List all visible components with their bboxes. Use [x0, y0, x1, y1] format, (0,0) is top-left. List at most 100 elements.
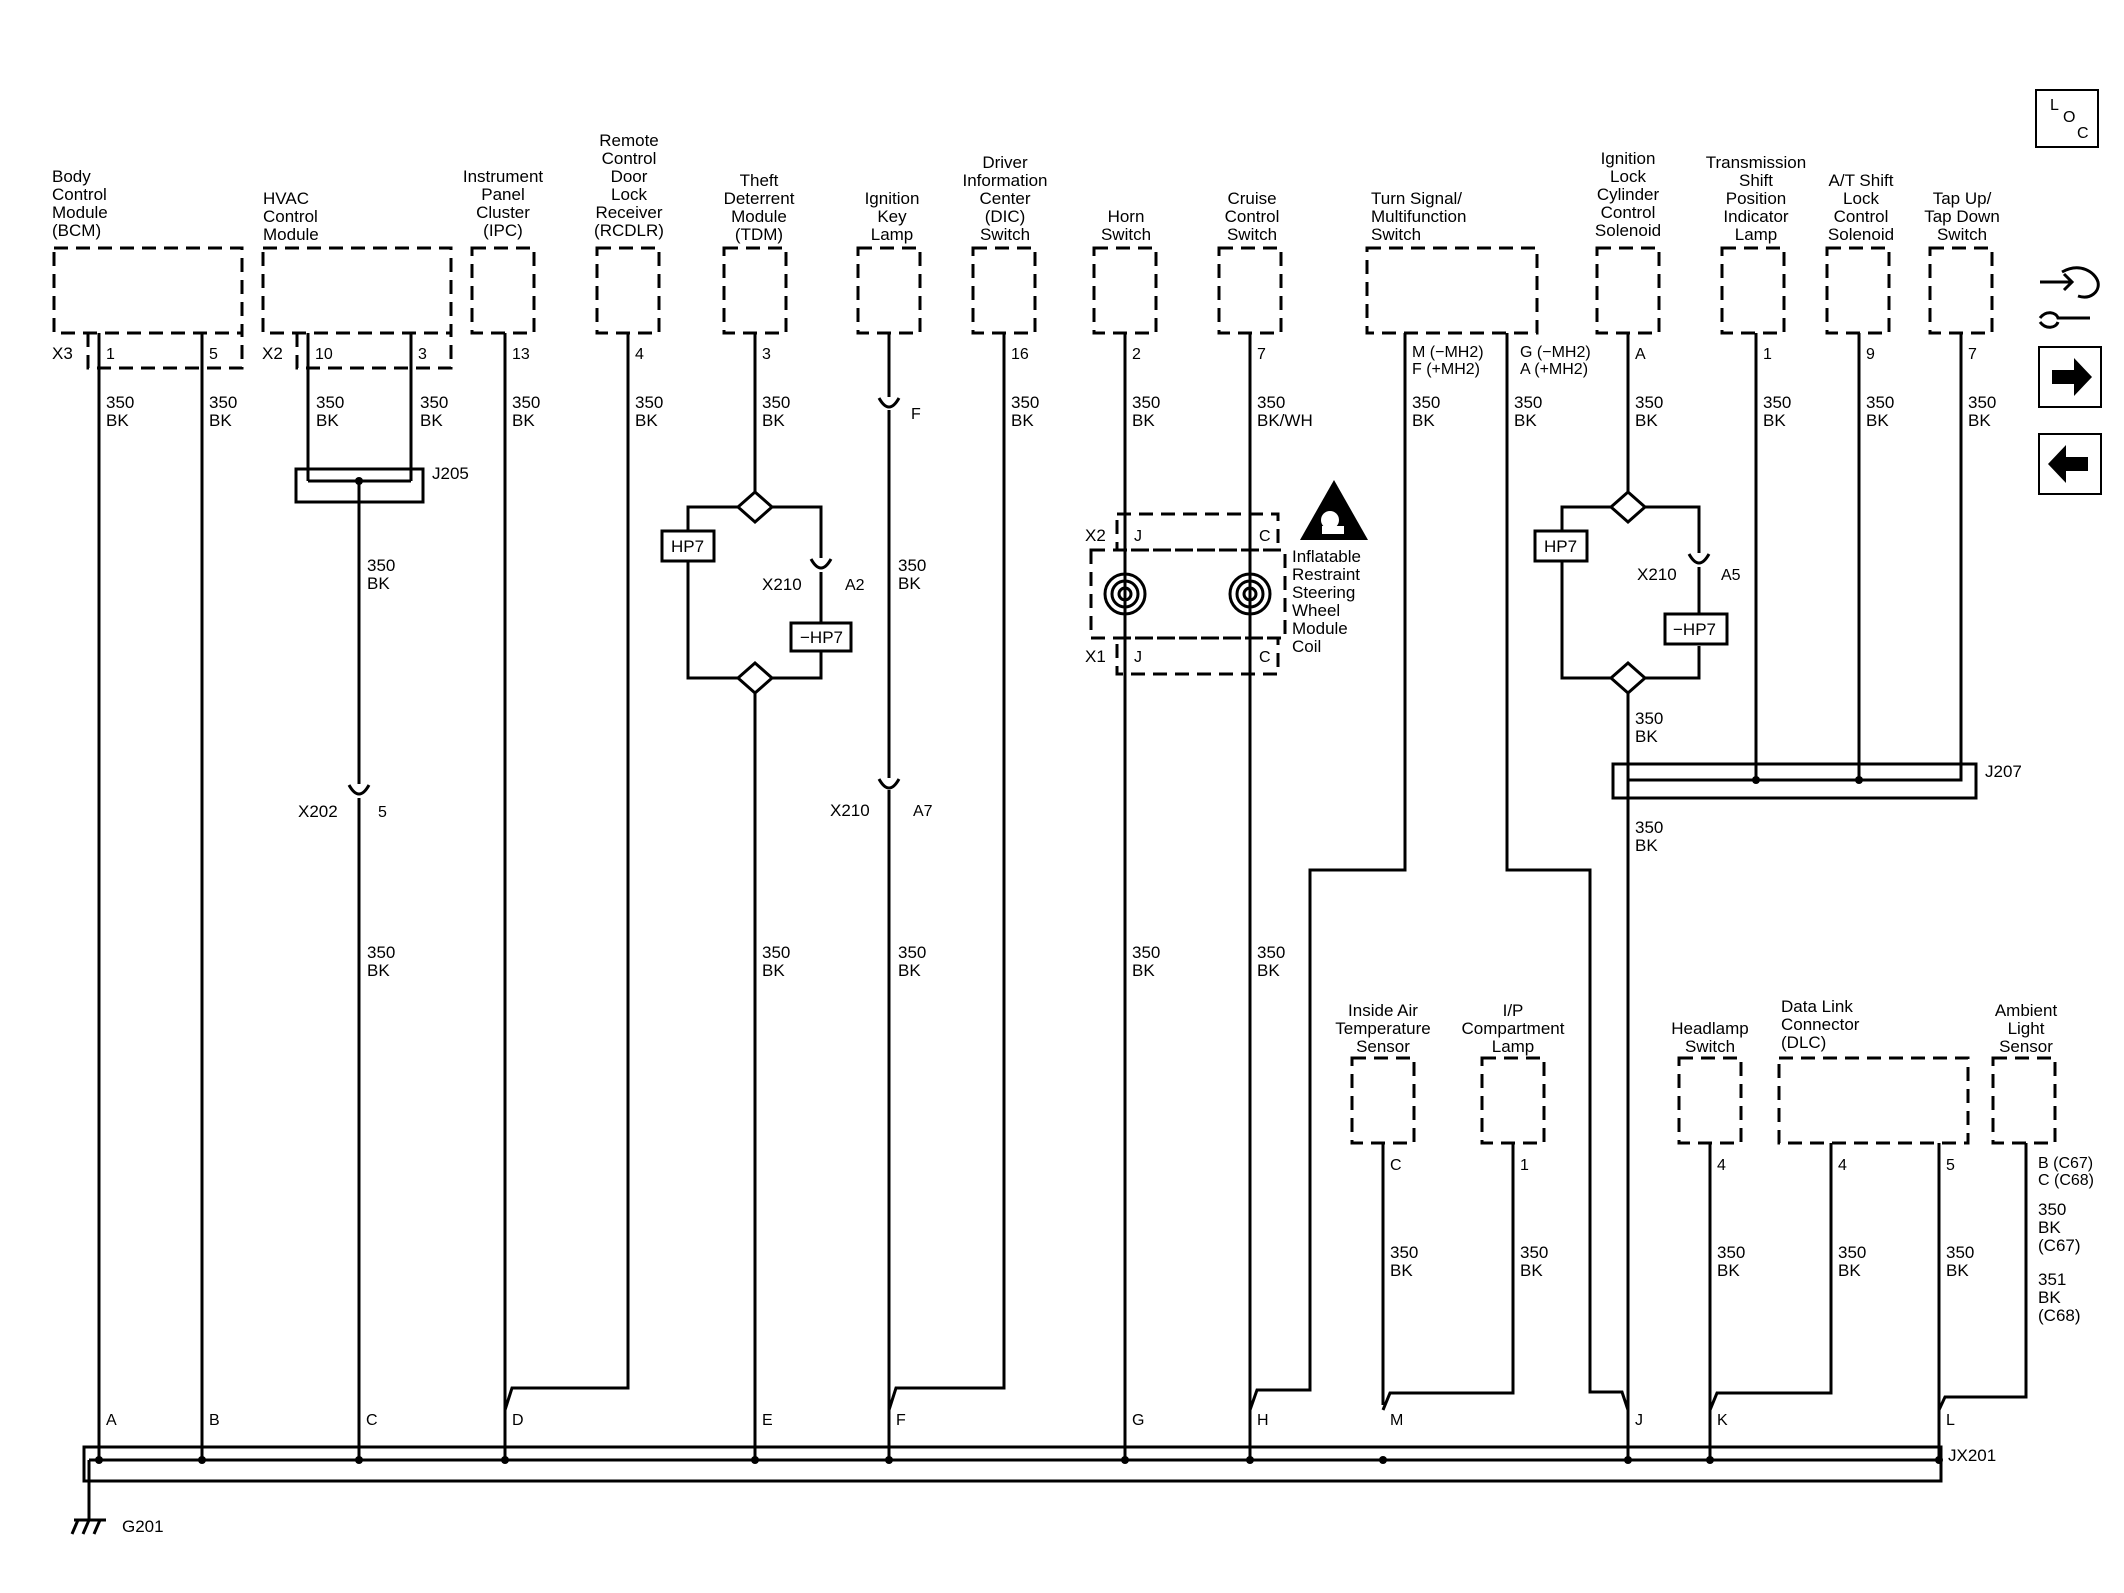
title-tdm-3: (TDM) — [735, 225, 783, 244]
title-tdm-1: Deterrent — [724, 189, 795, 208]
wire-label-1-gauge: 350 — [209, 393, 237, 412]
wire-label-25-color: BK — [1520, 1261, 1543, 1280]
title-dlc-2: (DLC) — [1781, 1033, 1826, 1052]
x210-sol-pin: A5 — [1721, 567, 1741, 584]
title-ip-lamp-1: Compartment — [1462, 1019, 1565, 1038]
next-page-icon[interactable] — [2038, 346, 2102, 408]
tdm-pin: 3 — [762, 346, 771, 363]
wire-label-19-color: BK — [367, 961, 390, 980]
ambient-wire-0: 350 — [2038, 1200, 2066, 1219]
wire-label-13-gauge: 350 — [1866, 393, 1894, 412]
title-trans-2: Position — [1726, 189, 1786, 208]
repair-info-icon[interactable] — [2038, 311, 2090, 329]
dlc-pin-5: 5 — [1946, 1157, 1955, 1174]
title-iat-0: Inside Air — [1348, 1001, 1418, 1020]
title-horn-1: Switch — [1101, 225, 1151, 244]
title-trans-0: Transmission — [1706, 153, 1806, 172]
title-rcdlr-4: Receiver — [595, 203, 662, 222]
hp7-tdm: HP7 — [671, 537, 704, 556]
hp7-sol: HP7 — [1544, 537, 1577, 556]
ambient-wire-2: (C67) — [2038, 1236, 2081, 1255]
ground-pin-A: A — [106, 1412, 117, 1429]
title-horn-0: Horn — [1108, 207, 1145, 226]
title-ipc-2: Cluster — [476, 203, 530, 222]
wire-label-1-color: BK — [209, 411, 232, 430]
title-at-shift-1: Lock — [1843, 189, 1879, 208]
solenoid-pin: A — [1635, 346, 1646, 363]
wire-label-25-gauge: 350 — [1520, 1243, 1548, 1262]
title-hvac-1: Control — [263, 207, 318, 226]
ground-pin-C: C — [366, 1412, 378, 1429]
title-ambient-1: Light — [2008, 1019, 2045, 1038]
title-headlamp-0: Headlamp — [1671, 1019, 1749, 1038]
wire-label-22-color: BK — [1132, 961, 1155, 980]
wire-label-0-gauge: 350 — [106, 393, 134, 412]
wire-label-0-color: BK — [106, 411, 129, 430]
component-locator-icon[interactable] — [2040, 266, 2100, 299]
x202-pin: 5 — [378, 804, 387, 821]
airbag-x1-c: C — [1259, 649, 1271, 666]
wire-label-17-color: BK — [1635, 727, 1658, 746]
loc-button[interactable]: L O C — [2035, 89, 2099, 148]
pin-turn-0-1: F (+MH2) — [1412, 361, 1480, 378]
x210-sol-label: X210 — [1637, 565, 1677, 584]
wire-label-24-gauge: 350 — [1390, 1243, 1418, 1262]
title-trans-1: Shift — [1739, 171, 1773, 190]
title-hvac-0: HVAC — [263, 189, 309, 208]
ground-pin-L: L — [1946, 1412, 1955, 1429]
airbag-x1-j: J — [1134, 649, 1142, 666]
title-tap-1: Tap Down — [1924, 207, 2000, 226]
ground-pin-G: G — [1132, 1412, 1144, 1429]
title-dic-2: Center — [979, 189, 1030, 208]
title-cruise-1: Control — [1225, 207, 1280, 226]
wire-label-15-gauge: 350 — [367, 556, 395, 575]
previous-page-icon[interactable] — [2038, 433, 2102, 495]
title-dic-1: Information — [962, 171, 1047, 190]
tap-pin: 7 — [1968, 346, 1977, 363]
hvac-pin-10: 10 — [315, 346, 333, 363]
wire-label-5-gauge: 350 — [635, 393, 663, 412]
title-ip-lamp-0: I/P — [1503, 1001, 1524, 1020]
component-titles: BodyControlModule(BCM)HVACControlModuleI… — [52, 131, 2057, 1056]
ground-pin-H: H — [1257, 1412, 1269, 1429]
wire-label-23-color: BK — [1257, 961, 1280, 980]
title-dlc-0: Data Link — [1781, 997, 1853, 1016]
headlamp-pin: 4 — [1717, 1157, 1726, 1174]
wire-label-20-color: BK — [762, 961, 785, 980]
wire-label-4-color: BK — [512, 411, 535, 430]
ambient-wire-5: (C68) — [2038, 1306, 2081, 1325]
wire-label-10-gauge: 350 — [1514, 393, 1542, 412]
ground-pin-D: D — [512, 1412, 524, 1429]
labels: X3 1 5 X2 10 3 13 4 3 16 2 7 A 1 9 7 C 1… — [52, 344, 2022, 1536]
pin-turn-1-1: A (+MH2) — [1520, 361, 1588, 378]
wire-label-28-gauge: 350 — [1946, 1243, 1974, 1262]
title-at-shift-2: Control — [1834, 207, 1889, 226]
wire-label-24-color: BK — [1390, 1261, 1413, 1280]
wire-label-15-color: BK — [367, 574, 390, 593]
wire-label-2-gauge: 350 — [316, 393, 344, 412]
wire-label-27-gauge: 350 — [1838, 1243, 1866, 1262]
airbag-line-2: Steering — [1292, 583, 1355, 602]
wire-label-12-gauge: 350 — [1763, 393, 1791, 412]
wire-label-26-gauge: 350 — [1717, 1243, 1745, 1262]
title-ign-solenoid-4: Solenoid — [1595, 221, 1661, 240]
wire-label-6-gauge: 350 — [762, 393, 790, 412]
title-at-shift-0: A/T Shift — [1829, 171, 1894, 190]
title-ipc-0: Instrument — [463, 167, 544, 186]
title-ign-lamp-2: Lamp — [871, 225, 914, 244]
ambient-wire-1: BK — [2038, 1218, 2061, 1237]
jx201-label: JX201 — [1948, 1446, 1996, 1465]
title-tap-0: Tap Up/ — [1933, 189, 1992, 208]
lamp-f-pin: F — [911, 406, 921, 423]
ground-pin-B: B — [209, 1412, 220, 1429]
title-bcm-1: Control — [52, 185, 107, 204]
not-hp7-sol: −HP7 — [1673, 620, 1716, 639]
x210-tdm-pin: A2 — [845, 577, 865, 594]
iat-pin: C — [1390, 1157, 1402, 1174]
title-headlamp-1: Switch — [1685, 1037, 1735, 1056]
airbag-line-1: Restraint — [1292, 565, 1360, 584]
airbag-x1: X1 — [1085, 647, 1106, 666]
bcm-pin-1: 1 — [106, 346, 115, 363]
j207-label: J207 — [1985, 762, 2022, 781]
